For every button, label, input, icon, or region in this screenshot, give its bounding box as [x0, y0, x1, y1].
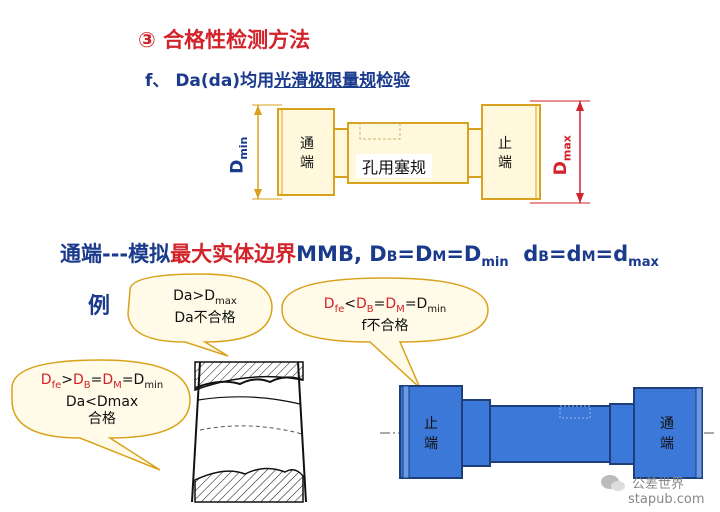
mmb-part1: 通端---模拟	[60, 242, 171, 266]
subtitle-prefix: f、 Da(da)均用	[145, 71, 275, 91]
bubble-top-sub: max	[215, 295, 237, 307]
mmb-eq4: =d	[595, 242, 629, 266]
go-end-label: 通 端	[296, 135, 318, 173]
subtitle-suffix: 检验	[376, 71, 411, 91]
nogo-end-label: 止 端	[494, 135, 516, 173]
bubble-top-shape	[127, 273, 273, 357]
bl-fe: fe	[51, 379, 62, 391]
left-dim-arrow-top	[254, 105, 262, 115]
dmax-sub: max	[560, 135, 574, 162]
example-label: 例	[88, 294, 111, 319]
blue-left-1: 止	[424, 416, 438, 432]
go-end-label-1: 通	[300, 136, 314, 152]
br-lt: <	[344, 296, 356, 312]
go-end-block	[277, 108, 335, 196]
mmb-b-sub: B	[386, 249, 398, 265]
right-dim-arrow-top	[576, 101, 584, 111]
mmb-eq2: =D	[446, 242, 482, 266]
bubble-top-line2: Da不合格	[174, 309, 236, 326]
right-dim-arrow-bottom	[576, 193, 584, 203]
mmb-eq1: =D	[397, 242, 433, 266]
hole-section	[191, 361, 307, 503]
slide-subtitle: f、 Da(da)均用光滑极限量规检验	[145, 66, 410, 91]
blue-right-1: 通	[660, 416, 674, 432]
br-dm: D	[385, 296, 397, 312]
slide-title: ③ 合格性检测方法	[138, 28, 311, 52]
mmb-b-sub2: B	[538, 249, 549, 265]
br-msub: M	[396, 303, 405, 315]
mmb-max-sub: max	[628, 255, 659, 271]
bl-db: D	[73, 372, 84, 388]
bubble-top-text: Da>Dmax Da不合格	[150, 288, 260, 327]
bubble-right-line2: f不合格	[361, 317, 409, 334]
watermark-wechat: 公差世界	[632, 477, 685, 492]
nogo-end-label-1: 止	[498, 136, 512, 152]
bl-minsub: min	[144, 379, 164, 391]
bubble-left-text: Dfe>DB=DM=Dmin Da<Dmax 合格	[22, 372, 182, 428]
bl-d: D	[40, 372, 52, 388]
blue-right-2: 端	[660, 436, 674, 452]
br-minsub: min	[427, 303, 447, 315]
mmb-statement: 通端---模拟最大实体边界MMB, DB=DM=Dmin dB=dM=dmax	[60, 238, 659, 270]
mmb-eq3: =d	[548, 242, 582, 266]
br-bsub: B	[366, 303, 374, 315]
br-eq: =	[373, 296, 386, 312]
br-fe: fe	[334, 303, 345, 315]
knurl-mark	[359, 122, 401, 140]
bl-bsub: B	[83, 379, 91, 391]
gauge-center-label: 孔用塞规	[356, 154, 433, 178]
bl-dm: D	[102, 372, 114, 388]
bl-eq2: =D	[121, 372, 145, 388]
dmin-sub: min	[236, 136, 250, 160]
mmb-m-sub2: M	[581, 249, 596, 265]
bubble-left-shape	[11, 359, 191, 471]
blue-gauge-left-label: 止 端	[420, 414, 442, 454]
dmin-label: Dmin	[224, 130, 264, 180]
bl-eq: =	[90, 372, 103, 388]
bl-gt: >	[61, 372, 73, 388]
mmb-min-sub: min	[481, 255, 509, 271]
nogo-end-label-2: 端	[498, 155, 512, 171]
blue-left-2: 端	[424, 436, 438, 452]
wechat-icon	[601, 475, 625, 491]
subtitle-underlined: 光滑极限量规	[274, 71, 377, 91]
neck-right	[467, 128, 483, 178]
mmb-d: d	[508, 242, 539, 266]
bubble-left-line3: 合格	[88, 410, 116, 427]
br-db: D	[356, 296, 367, 312]
neck-left	[333, 128, 349, 178]
mmb-red: 最大实体边界	[170, 242, 297, 266]
bl-msub: M	[113, 379, 122, 391]
go-end-label-2: 端	[300, 155, 314, 171]
mmb-m-sub: M	[432, 249, 447, 265]
nogo-end-block	[481, 104, 541, 200]
dmax-main: D	[550, 161, 571, 176]
bubble-top-line1: Da>D	[173, 288, 216, 304]
watermark-site: stapub.com	[628, 492, 705, 507]
dmin-main: D	[227, 159, 248, 174]
dmax-label: Dmax	[548, 130, 588, 180]
blue-plug-gauge	[380, 385, 715, 479]
bubble-left-line2: Da<Dmax	[65, 393, 139, 410]
br-d: D	[323, 296, 335, 312]
blue-gauge-right-label: 通 端	[656, 414, 678, 454]
mmb-part2: MMB, D	[296, 242, 387, 266]
left-dim-arrow-bottom	[254, 189, 262, 199]
plug-gauge-diagram	[252, 100, 590, 204]
bubble-right-shape	[281, 277, 489, 389]
example-diagrams	[11, 273, 715, 503]
br-eq2: =D	[404, 296, 428, 312]
bubble-right-text: Dfe<DB=DM=Dmin f不合格	[300, 296, 470, 335]
